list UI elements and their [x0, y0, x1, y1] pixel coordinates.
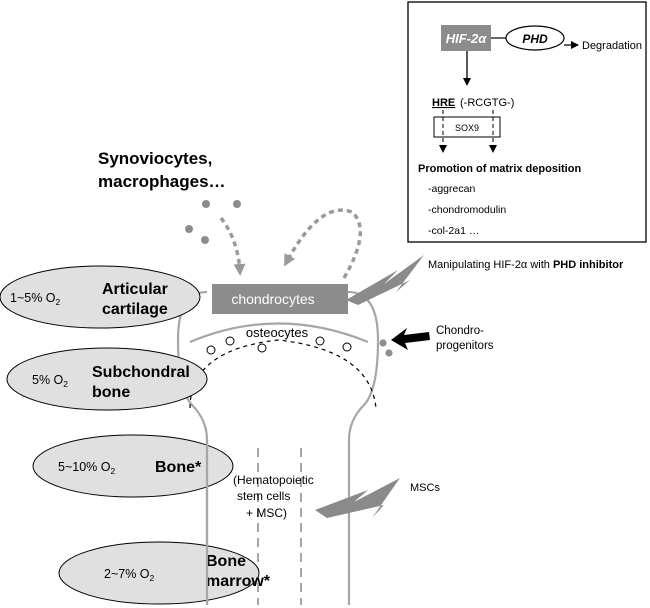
zone-label-2: marrow* [206, 573, 271, 590]
zone-bone-marrow: 2~7% O2 Bone marrow* [58, 541, 271, 605]
hif-label: HIF-2α [446, 31, 488, 46]
gene-col2a1: -col-2a1 … [428, 225, 479, 237]
progenitor-cell [379, 339, 387, 347]
osteocyte-cell [315, 336, 325, 346]
manipulating-text: Manipulating HIF-2α with [428, 259, 553, 271]
synovial-cell [201, 236, 209, 244]
o2-value: 1~5% O [10, 291, 56, 305]
degradation-label: Degradation [582, 40, 642, 52]
zone-label-1: Articular [102, 281, 168, 298]
o2-subscript: 2 [63, 379, 68, 389]
osteocyte-cells [206, 336, 352, 355]
progenitor-arrow [391, 328, 430, 350]
phd-label: PHD [522, 32, 548, 46]
zone-ellipse [58, 541, 260, 605]
osteocytes-label: osteocytes [246, 325, 309, 340]
zone-ellipse [0, 265, 201, 329]
dotted-arrow-loop [284, 208, 363, 279]
phd-inhibitor-text: PHD inhibitor [553, 259, 624, 271]
mechanism-inset: HIF-2α PHD Degradation HRE (-RCGTG-) SOX… [407, 1, 647, 243]
o2-subscript: 2 [110, 466, 115, 476]
zone-label-1: Subchondral [92, 364, 190, 381]
osteocyte-cell [225, 336, 235, 346]
zone-label-1: Bone* [155, 459, 202, 476]
lightning-mscs [315, 478, 400, 518]
progenitors-label-1: Chondro- [436, 325, 484, 337]
synovial-cell [233, 200, 241, 208]
osteocyte-cell [206, 345, 216, 355]
o2-subscript: 2 [56, 297, 61, 307]
zone-o2-label: 1~5% O2 [10, 291, 61, 307]
progenitor-cell [385, 349, 393, 357]
gene-chondromodulin: -chondromodulin [428, 204, 506, 216]
sox9-label: SOX9 [455, 123, 479, 133]
zone-o2-label: 5~10% O2 [58, 460, 115, 476]
synoviocytes-label: Synoviocytes, [98, 149, 212, 168]
o2-value: 5% O [32, 373, 64, 387]
hre-label: HRE [432, 97, 455, 109]
o2-value: 5~10% O [58, 460, 111, 474]
synovial-cells [185, 200, 241, 244]
zone-ellipse [6, 347, 208, 411]
gene-aggrecan: -aggrecan [428, 183, 475, 195]
mscs-label: MSCs [410, 482, 440, 494]
zone-label-1: Bone [206, 553, 246, 570]
progenitors-label-2: progenitors [436, 340, 494, 352]
hsc-label-1: (Hematopoietic [233, 473, 314, 487]
hsc-label-2: stem cells [237, 489, 290, 503]
phd-ellipse [505, 25, 565, 51]
synovial-cell [202, 200, 210, 208]
promotion-label: Promotion of matrix deposition [418, 163, 581, 175]
zone-bone: 5~10% O2 Bone* [32, 434, 234, 498]
lightning-phd-inhibitor [346, 255, 424, 305]
outer-right-contour [347, 290, 380, 605]
zone-o2-label: 2~7% O2 [104, 567, 155, 583]
sox9-box [433, 116, 501, 138]
chondrocytes-box [212, 284, 348, 314]
o2-value: 2~7% O [104, 567, 150, 581]
zone-label-2: bone [92, 384, 130, 401]
hre-sequence: (-RCGTG-) [460, 97, 514, 109]
macrophages-label: macrophages… [98, 172, 226, 191]
cartilage-bone-boundary [189, 322, 369, 344]
osteocyte-cell [257, 343, 267, 353]
chondrocytes-label: chondrocytes [231, 291, 314, 307]
osteocyte-cell [342, 342, 352, 352]
zone-ellipse [32, 434, 234, 498]
zone-label-2: cartilage [102, 301, 168, 318]
zone-articular-cartilage: 1~5% O2 Articular cartilage [0, 265, 201, 329]
hif-box [441, 25, 491, 51]
zone-subchondral-bone: 5% O2 Subchondral bone [6, 347, 208, 411]
dotted-arrow-in [219, 216, 246, 276]
hsc-label-3: + MSC) [246, 506, 287, 520]
manipulating-label: Manipulating HIF-2α with PHD inhibitor [428, 259, 624, 271]
zone-o2-label: 5% O2 [32, 373, 68, 389]
synovial-cell [185, 225, 193, 233]
o2-subscript: 2 [150, 573, 155, 583]
